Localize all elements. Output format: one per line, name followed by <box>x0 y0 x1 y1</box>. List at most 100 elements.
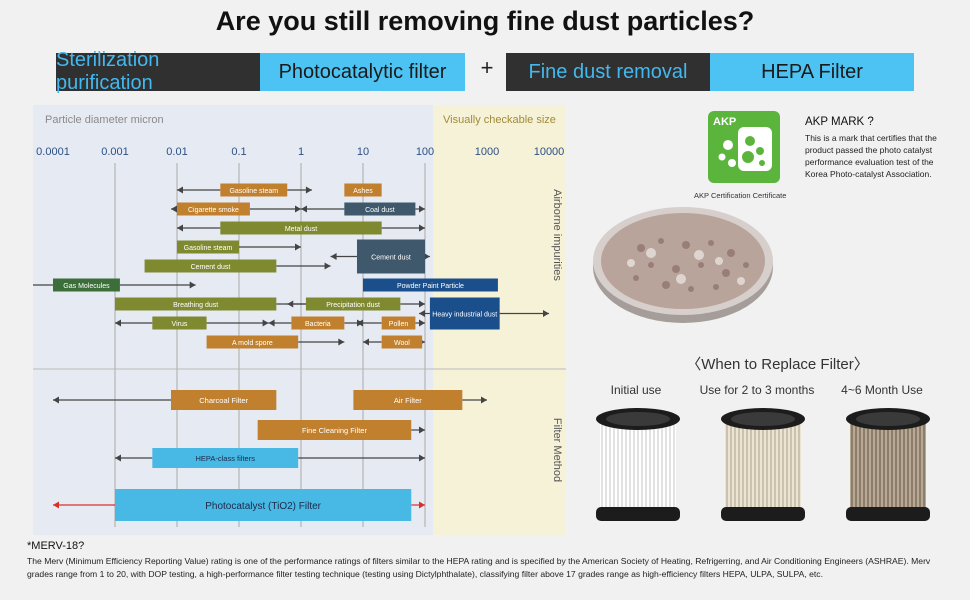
filter-bar-label: Charcoal Filter <box>199 396 248 405</box>
section-filter-label: Filter Method <box>551 418 563 482</box>
arrow-head <box>170 205 177 213</box>
filter-bar-label: Fine Cleaning Filter <box>302 426 368 435</box>
particle-bar <box>177 240 239 254</box>
photocatalyst-dish-image <box>593 207 773 323</box>
particle-bar <box>115 297 277 311</box>
particle-bar-label: Gasoline steam <box>229 188 278 195</box>
filter-image-2-3-months <box>721 408 805 521</box>
merv-heading: *MERV-18? <box>27 540 85 552</box>
fine-dust-label: Fine dust removal <box>506 53 710 91</box>
particle-bar-label: Heavy industrial dust <box>432 312 497 319</box>
particle-bar-label: Breathing dust <box>173 302 218 309</box>
filter-bar <box>257 420 412 440</box>
chart-background <box>33 105 433 535</box>
particle-bar <box>53 278 120 292</box>
akp-logo-text: AKP <box>713 116 737 128</box>
particle-bar <box>356 239 425 274</box>
particle-bar <box>206 335 299 349</box>
particle-bar <box>363 278 498 292</box>
akp-heading: AKP MARK ? <box>805 116 874 128</box>
arrow-head <box>305 186 312 194</box>
arrow-head <box>419 426 425 434</box>
filter-bottom-cap <box>721 507 805 521</box>
arrow-head <box>338 338 345 346</box>
particle-bar <box>381 316 416 330</box>
filter-bar <box>170 390 277 410</box>
arrow-head <box>419 501 425 509</box>
particle-bar-label: Virus <box>172 321 188 328</box>
arrow-head <box>287 300 294 308</box>
filter-bar <box>115 489 412 521</box>
particle-bar <box>381 335 423 349</box>
merv-description: The Merv (Minimum Efficiency Reporting V… <box>27 556 931 579</box>
filter-bar <box>152 448 299 468</box>
arrow-head <box>53 396 59 404</box>
particle-bar <box>344 202 416 216</box>
sterilization-label: Sterilization purification <box>56 49 260 94</box>
stage-label-initial: Initial use <box>610 383 662 397</box>
stage-label-2-3-months: Use for 2 to 3 months <box>699 383 815 397</box>
particle-bar-label: Ashes <box>353 188 373 195</box>
particle-bar-label: Cement dust <box>371 255 411 262</box>
filter-bar-label: Photocatalyst (TiO2) Filter <box>205 501 321 512</box>
particle-bar <box>291 316 345 330</box>
arrow-head <box>363 338 369 346</box>
particle-bar-label: Wool <box>394 340 410 347</box>
tick-label: 100 <box>416 146 434 158</box>
plus-sign: + <box>480 55 494 80</box>
arrow-head <box>295 205 301 213</box>
hepa-label: HEPA Filter <box>710 53 914 91</box>
particle-bar <box>344 183 382 197</box>
akp-caption: AKP Certification Certificate <box>694 191 787 200</box>
visible-size-label: Visually checkable size <box>443 114 556 126</box>
arrow-head <box>418 310 425 317</box>
filter-top-hole <box>731 412 795 426</box>
stage-label-4-6-months: 4~6 Month Use <box>841 383 923 397</box>
arrow-head <box>268 319 275 327</box>
filter-bar-label: HEPA-class filters <box>196 454 256 463</box>
particle-bar-label: Gasoline steam <box>184 245 233 252</box>
filter-bar-label: Air Filter <box>394 396 422 405</box>
arrow-head <box>177 224 183 232</box>
filter-bottom-cap <box>596 507 680 521</box>
arrow-head <box>419 454 425 462</box>
akp-logo: AKP <box>708 111 780 183</box>
arrow-head <box>481 396 487 404</box>
particle-bar-label: Cement dust <box>191 264 231 271</box>
tick-label: 0.01 <box>166 146 187 158</box>
akp-description: This is a mark that certifies that the p… <box>805 133 937 179</box>
photocatalytic-label: Photocatalytic filter <box>260 53 465 91</box>
particle-bar-label: Powder Paint Particle <box>397 283 464 290</box>
replace-filter-title: 〈When to Replace Filter〉 <box>686 356 869 373</box>
tick-label: 0.1 <box>231 146 246 158</box>
filter-image-initial <box>596 408 680 521</box>
particle-bar-label: A mold spore <box>232 340 273 347</box>
arrow-head <box>419 319 425 327</box>
arrow-head <box>115 454 121 462</box>
arrow-head <box>419 224 425 232</box>
arrow-head <box>543 310 549 317</box>
arrow-head <box>262 319 269 327</box>
particle-bar <box>177 202 250 216</box>
particle-bar-label: Coal dust <box>365 207 395 214</box>
particle-bar <box>220 221 382 235</box>
arrow-head <box>295 243 301 251</box>
tick-label: 10000 <box>534 146 565 158</box>
particle-bar-label: Cigarette smoke <box>188 207 239 214</box>
particle-size-chart: Particle diameter micron Visually checka… <box>33 105 566 535</box>
particle-bar <box>220 183 288 197</box>
arrow-head <box>177 186 183 194</box>
arrow-head <box>115 319 121 327</box>
arrow-head <box>419 205 425 213</box>
filter-bottom-cap <box>846 507 930 521</box>
filter-image-4-6-months <box>846 408 930 521</box>
particle-bar-label: Metal dust <box>285 226 317 233</box>
particle-bar <box>429 297 500 330</box>
tick-label: 10 <box>357 146 369 158</box>
tick-label: 0.001 <box>101 146 129 158</box>
particle-bar-label: Bacteria <box>305 321 331 328</box>
arrow-head <box>419 300 425 308</box>
